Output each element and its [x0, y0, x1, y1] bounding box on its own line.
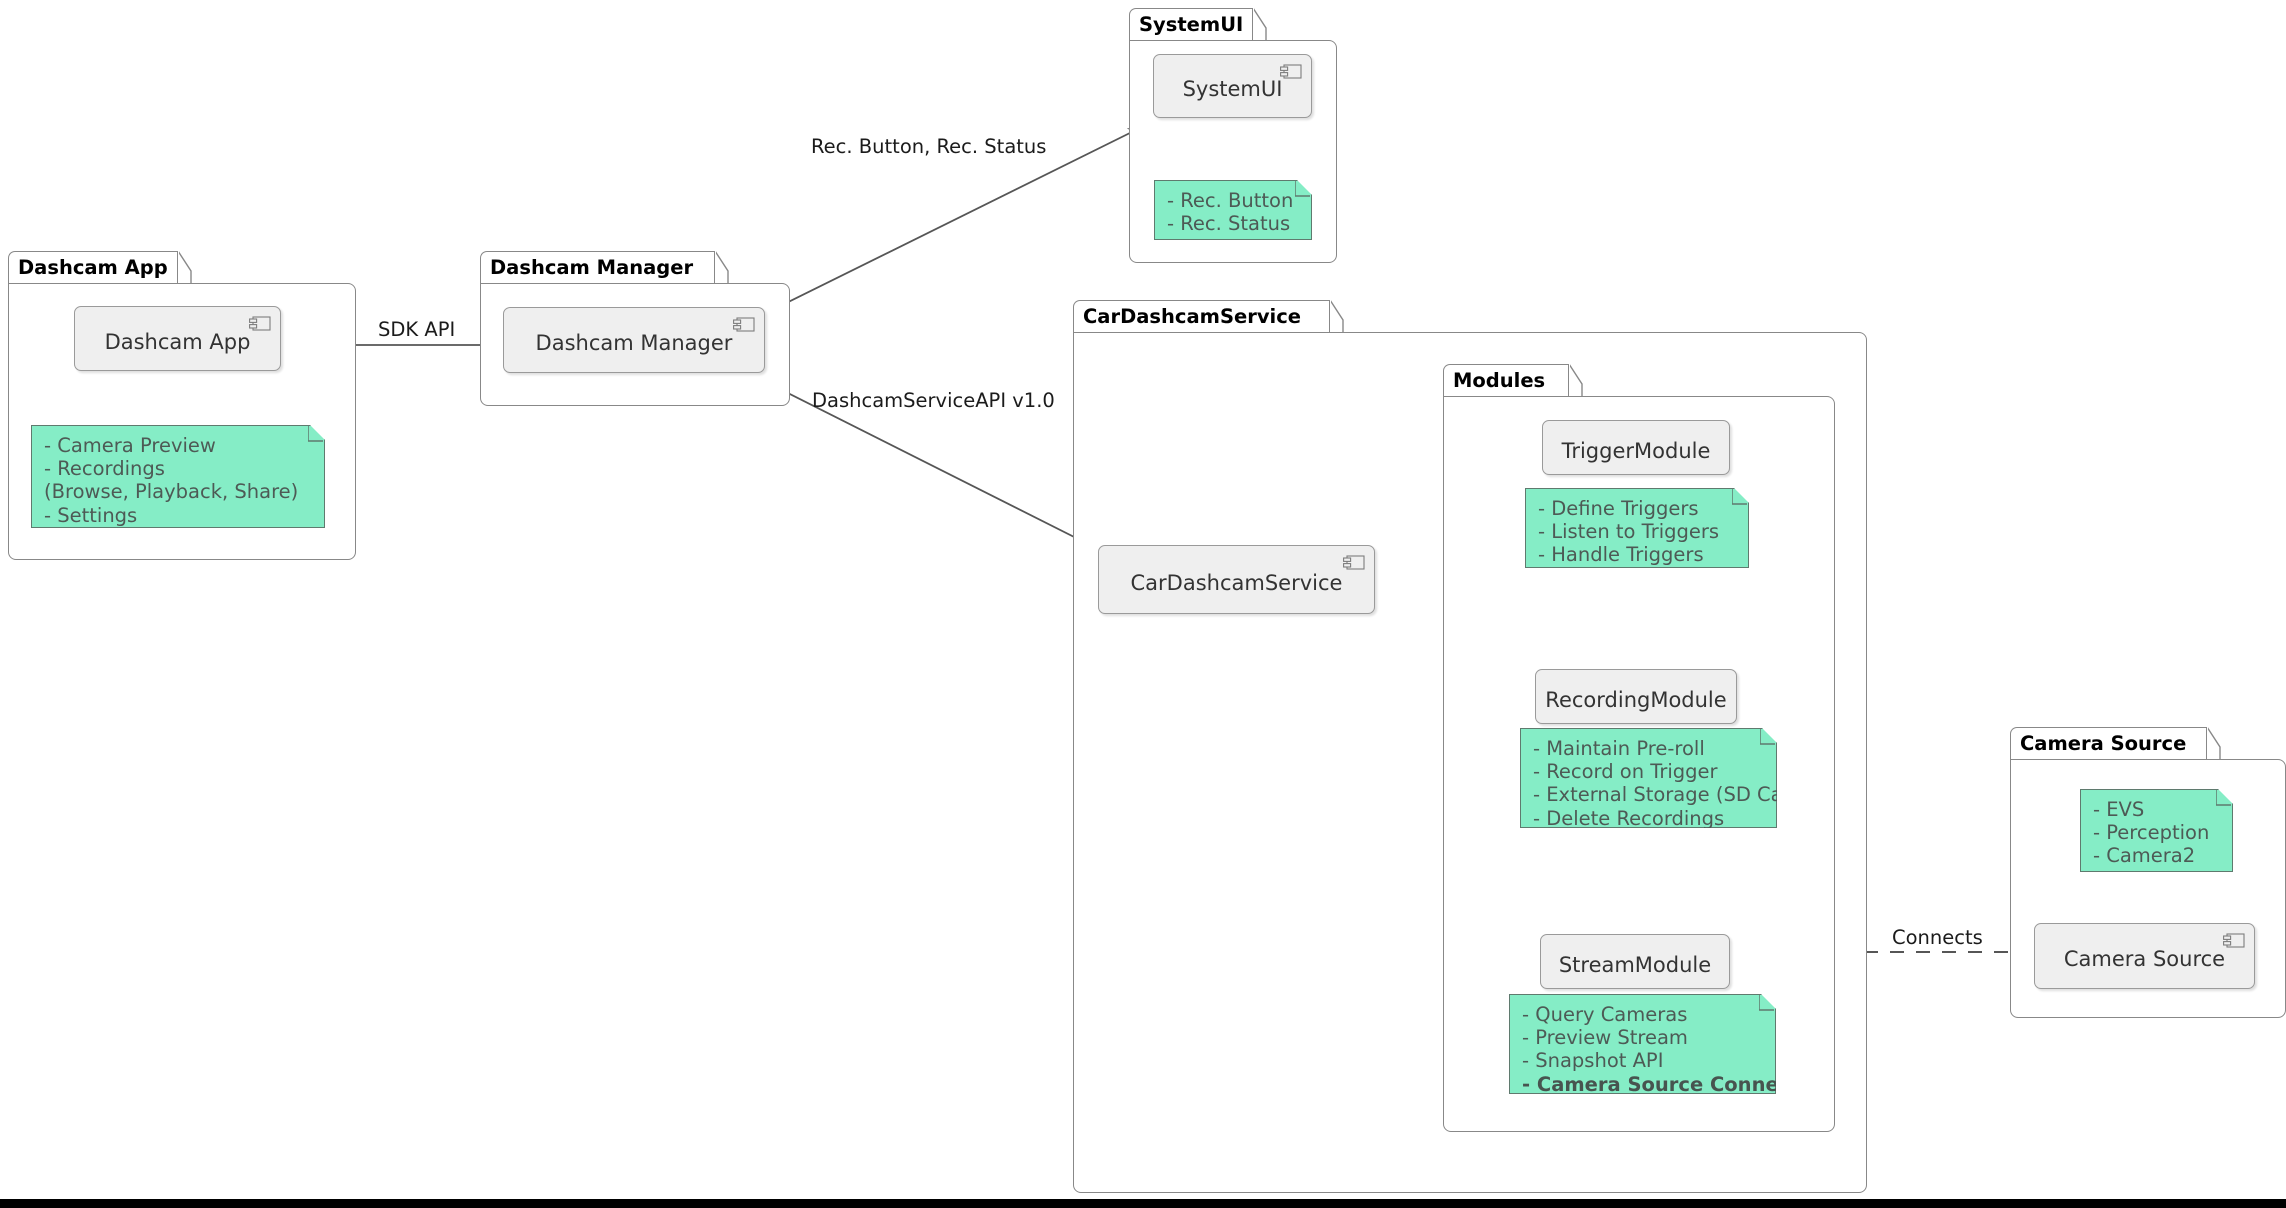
note-line: - Camera Preview	[44, 434, 216, 457]
component-recording-module-label: RecordingModule	[1545, 687, 1727, 712]
package-dashcam-manager-label: Dashcam Manager	[490, 256, 694, 280]
package-tab-slant-icon	[715, 251, 729, 284]
package-camera-source-tab: Camera Source	[2010, 727, 2207, 760]
component-stream-module[interactable]: StreamModule	[1540, 934, 1730, 989]
component-icon	[249, 316, 271, 331]
component-dashcam-manager[interactable]: Dashcam Manager	[503, 307, 765, 373]
note-fold-icon	[2216, 790, 2232, 806]
edge-label-connects: Connects	[1892, 926, 1983, 949]
note-line: - Camera2	[2093, 844, 2196, 868]
package-camera-source-label: Camera Source	[2020, 732, 2187, 756]
note-line: - External Storage (SD Card)	[1533, 783, 1811, 807]
package-modules-label: Modules	[1453, 369, 1546, 393]
package-dashcam-app: Dashcam App Dashcam App - Camera Preview…	[8, 251, 356, 560]
package-tab-slant-icon	[1330, 300, 1344, 333]
note-line: - Record on Trigger	[1533, 760, 1718, 784]
component-icon	[2223, 933, 2245, 948]
edge-rec-button-status	[751, 127, 1141, 321]
note-line: - Handle Triggers	[1538, 543, 1704, 567]
package-dashcam-app-label: Dashcam App	[18, 256, 168, 280]
note-line: - Rec. Status	[1167, 212, 1291, 236]
package-car-dashcam-service-tab: CarDashcamService	[1073, 300, 1330, 333]
note-line: - Recordings	[44, 457, 165, 481]
package-system-ui: SystemUI SystemUI - Rec. Button - Rec. S…	[1129, 8, 1337, 263]
component-dashcam-app-label: Dashcam App	[104, 329, 251, 354]
package-camera-source: Camera Source - EVS - Perception - Camer…	[2010, 727, 2286, 1018]
component-icon	[1280, 64, 1302, 79]
package-modules-tab: Modules	[1443, 364, 1569, 397]
package-dashcam-app-tab: Dashcam App	[8, 251, 178, 284]
edge-label-rec-button-status: Rec. Button, Rec. Status	[811, 135, 1047, 158]
component-camera-source[interactable]: Camera Source	[2034, 923, 2255, 989]
note-line: - Query Cameras	[1522, 1003, 1688, 1026]
note-line: - Maintain Pre-roll	[1533, 737, 1705, 760]
note-line: - Rec. Button	[1167, 189, 1294, 212]
note-line: - Delete Recordings	[1533, 806, 1725, 830]
note-fold-icon	[1760, 729, 1776, 745]
note-line: - Settings	[44, 503, 138, 527]
note-fold-icon	[308, 426, 324, 442]
package-dashcam-manager-tab: Dashcam Manager	[480, 251, 715, 284]
package-dashcam-manager: Dashcam Manager Dashcam Manager	[480, 251, 790, 406]
package-car-dashcam-service: CarDashcamService CarDashcamService Modu…	[1073, 300, 1867, 1193]
component-icon	[733, 317, 755, 332]
component-dashcam-app[interactable]: Dashcam App	[74, 306, 281, 371]
package-modules: Modules TriggerModule - Define Triggers …	[1443, 364, 1835, 1132]
package-tab-slant-icon	[1253, 8, 1267, 41]
package-system-ui-tab: SystemUI	[1129, 8, 1253, 41]
component-car-dashcam-service-label: CarDashcamService	[1130, 570, 1343, 595]
component-trigger-module[interactable]: TriggerModule	[1542, 420, 1730, 475]
package-car-dashcam-service-label: CarDashcamService	[1083, 305, 1302, 329]
bottom-strip	[0, 1199, 2286, 1208]
note-line: - Perception	[2093, 821, 2210, 845]
component-car-dashcam-service[interactable]: CarDashcamService	[1098, 545, 1375, 614]
component-recording-module[interactable]: RecordingModule	[1535, 669, 1737, 724]
note-line: - EVS	[2093, 798, 2145, 821]
note-line: - Preview Stream	[1522, 1026, 1688, 1050]
note-trigger-module: - Define Triggers - Listen to Triggers -…	[1525, 488, 1749, 568]
note-recording-module: - Maintain Pre-roll - Record on Trigger …	[1520, 728, 1777, 828]
note-line: - Define Triggers	[1538, 497, 1699, 520]
note-camera-source: - EVS - Perception - Camera2	[2080, 789, 2233, 872]
edge-label-dashcam-service-api: DashcamServiceAPI v1.0	[812, 389, 1055, 412]
component-system-ui-label: SystemUI	[1182, 77, 1283, 101]
component-camera-source-label: Camera Source	[2063, 947, 2226, 971]
component-stream-module-label: StreamModule	[1558, 952, 1712, 977]
note-stream-module: - Query Cameras - Preview Stream - Snaps…	[1509, 994, 1776, 1094]
package-tab-slant-icon	[2207, 727, 2221, 760]
edge-dashcam-service-api	[751, 374, 1101, 551]
note-fold-icon	[1759, 995, 1775, 1011]
component-trigger-module-label: TriggerModule	[1561, 438, 1711, 463]
component-dashcam-manager-label: Dashcam Manager	[535, 331, 733, 355]
note-fold-icon	[1295, 181, 1311, 197]
note-line: (Browse, Playback, Share)	[44, 480, 299, 504]
package-tab-slant-icon	[1569, 364, 1583, 397]
note-line: - Camera Source Connection	[1522, 1072, 1834, 1096]
note-line: - Listen to Triggers	[1538, 520, 1720, 544]
note-fold-icon	[1732, 489, 1748, 505]
note-system-ui: - Rec. Button - Rec. Status	[1154, 180, 1312, 240]
edge-label-sdk-api: SDK API	[378, 318, 456, 341]
note-line: - Snapshot API	[1522, 1049, 1664, 1073]
package-system-ui-label: SystemUI	[1139, 13, 1244, 37]
component-system-ui[interactable]: SystemUI	[1153, 54, 1312, 118]
note-dashcam-app: - Camera Preview - Recordings (Browse, P…	[31, 425, 325, 528]
component-icon	[1343, 555, 1365, 570]
package-tab-slant-icon	[178, 251, 192, 284]
